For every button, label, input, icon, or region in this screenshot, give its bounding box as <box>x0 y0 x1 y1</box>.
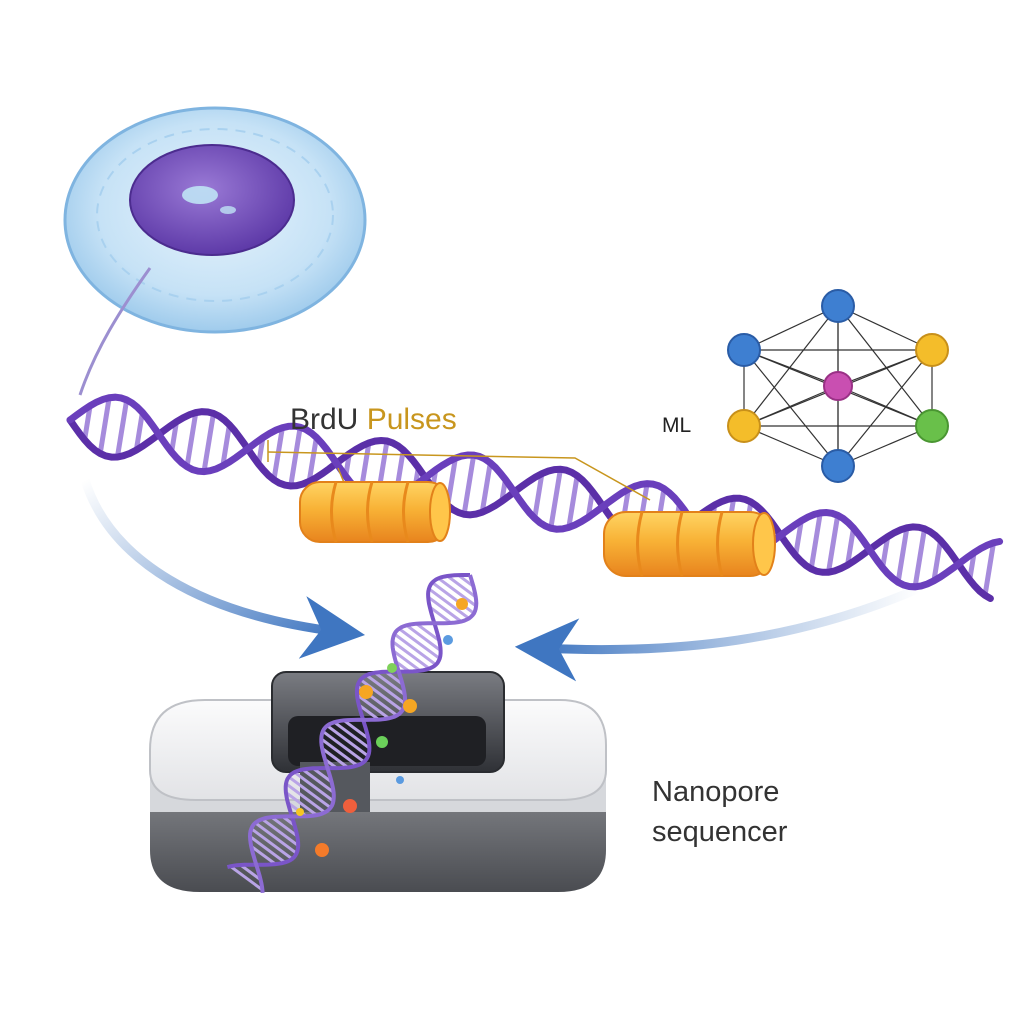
dna-rung <box>271 427 285 481</box>
dna-rung <box>826 514 841 573</box>
brdu-pulses-label: BrdU Pulses <box>290 400 457 440</box>
dna-rung <box>229 865 264 892</box>
dna-rung <box>393 632 437 666</box>
dna-rung <box>895 527 910 583</box>
threaded-dna-icon <box>226 573 479 894</box>
dna-rung <box>169 421 179 453</box>
brdu-label-part2: Pulses <box>358 403 457 436</box>
dna-rung <box>261 817 300 847</box>
brdu-label-part1: BrdU <box>290 403 359 436</box>
brdu-segment-icon <box>299 481 776 577</box>
dna-rung <box>287 775 332 809</box>
dna-rung <box>880 536 891 569</box>
dna-rung <box>270 815 299 838</box>
dna-rung <box>114 399 130 458</box>
dna-rung <box>365 673 406 705</box>
dna-rung <box>793 520 804 556</box>
dna-rung <box>293 770 335 803</box>
dna-rung <box>931 539 943 582</box>
cell-to-dna-connector <box>78 267 152 396</box>
dna-rung <box>250 845 277 866</box>
dna-rung <box>333 720 371 750</box>
dna-rung <box>427 595 463 623</box>
dna-rung <box>97 397 112 454</box>
brdu-pointer-line <box>267 451 651 501</box>
dna-rung <box>437 577 477 608</box>
dna-rung <box>982 542 996 596</box>
dna-rung <box>391 640 431 670</box>
dna-rung <box>239 863 262 882</box>
dna-rung <box>201 412 216 473</box>
dna-rung <box>357 703 380 721</box>
dna-rung <box>359 678 404 712</box>
dna-rung <box>306 436 319 482</box>
dna-rung <box>320 737 359 767</box>
dna-helix-icon <box>66 393 1004 602</box>
nanopore-sequencer-icon <box>149 671 607 892</box>
dna-rung <box>326 724 369 758</box>
flow-arrow-icon <box>514 583 922 682</box>
dna-rung <box>479 462 493 513</box>
dna-rung <box>405 624 442 652</box>
dna-rung <box>415 622 441 642</box>
dna-rung <box>82 405 93 441</box>
dna-rung <box>808 512 823 570</box>
neural-network-icon <box>727 289 949 483</box>
flow-arrow-icon <box>80 478 366 659</box>
dna-rung <box>532 473 545 519</box>
dna-rung <box>301 768 335 794</box>
dna-rung <box>392 649 422 672</box>
dna-rung <box>249 835 286 864</box>
dna-rung <box>288 426 303 487</box>
dna-rung <box>356 693 390 720</box>
dna-rung <box>321 730 365 764</box>
nanopore-label-line1: Nanopore <box>652 776 780 808</box>
dna-rung <box>384 670 404 686</box>
dna-rung <box>312 767 333 784</box>
dna-rung <box>250 827 294 861</box>
dna-rung <box>285 782 326 814</box>
nanopore-sequencer-label: Nanopore sequencer <box>652 772 787 852</box>
dna-rung <box>285 791 318 817</box>
dna-rung <box>133 412 145 451</box>
dna-rung <box>461 454 477 515</box>
dna-rung <box>374 671 406 696</box>
nanopore-label-line2: sequencer <box>652 816 788 848</box>
dna-rung <box>343 719 370 740</box>
dna-rung <box>446 574 477 599</box>
cell-icon <box>63 106 367 334</box>
dna-rung <box>220 424 232 467</box>
dna-rung <box>184 412 199 468</box>
ml-label: ML <box>662 414 692 437</box>
dna-rung <box>548 468 563 529</box>
dna-rung <box>428 605 453 625</box>
dna-rung <box>254 821 298 855</box>
dna-rung <box>845 527 856 566</box>
dna-rung <box>912 528 927 588</box>
dna-rung <box>428 587 470 620</box>
dna-rung <box>566 475 580 528</box>
dna-rung <box>398 627 441 660</box>
dna-rung <box>431 581 475 615</box>
dna-rung <box>321 747 349 769</box>
